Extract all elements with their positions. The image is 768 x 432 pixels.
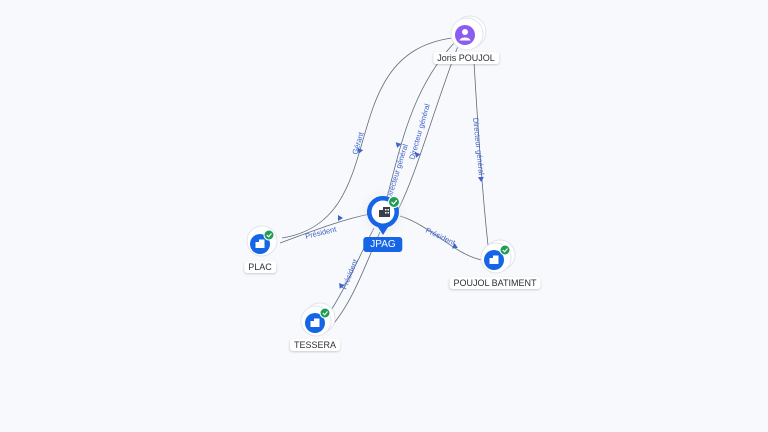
node-poujol-batiment[interactable]	[480, 239, 516, 274]
edge-label-gerant: Gérant	[350, 130, 366, 155]
building-icon	[255, 239, 265, 248]
node-joris-poujol[interactable]	[450, 15, 487, 51]
verified-check-icon	[499, 244, 511, 256]
edge-label-dg-3: Directeur général	[471, 117, 486, 175]
arrow-marker	[477, 176, 484, 182]
edge-arrows	[338, 142, 484, 289]
node-jpag[interactable]	[357, 187, 409, 239]
arrow-marker	[339, 282, 345, 289]
edge-jpag-poujol[interactable]	[399, 215, 483, 261]
verified-check-icon	[263, 229, 275, 241]
arrow-marker	[452, 243, 458, 249]
arrow-marker	[357, 148, 364, 154]
edge-joris-poujol[interactable]	[473, 61, 489, 246]
building-icon	[379, 207, 390, 217]
arrow-marker	[338, 215, 343, 221]
edge-label-president-poujol: Président	[424, 226, 457, 248]
building-icon	[489, 255, 499, 264]
verified-check-icon	[388, 196, 400, 208]
node-label-joris-poujol[interactable]: Joris POUJOL	[433, 52, 499, 64]
edge-label-president-plac: Président	[304, 224, 338, 241]
node-label-poujol-batiment[interactable]: POUJOL BATIMENT	[449, 277, 541, 289]
building-icon	[310, 318, 320, 327]
node-label-tessera[interactable]: TESSERA	[289, 339, 341, 351]
node-label-jpag[interactable]: JPAG	[363, 237, 403, 252]
verified-check-icon	[319, 307, 331, 319]
node-plac[interactable]	[246, 225, 278, 257]
edge-joris-jpag-2[interactable]	[397, 45, 459, 211]
node-label-plac[interactable]: PLAC	[244, 261, 276, 273]
arrow-marker	[414, 152, 421, 158]
arrow-marker	[395, 142, 402, 148]
edge-label-president-tessera: Président	[340, 257, 361, 291]
edge-joris-plac[interactable]	[281, 37, 453, 239]
node-tessera[interactable]	[300, 302, 336, 337]
